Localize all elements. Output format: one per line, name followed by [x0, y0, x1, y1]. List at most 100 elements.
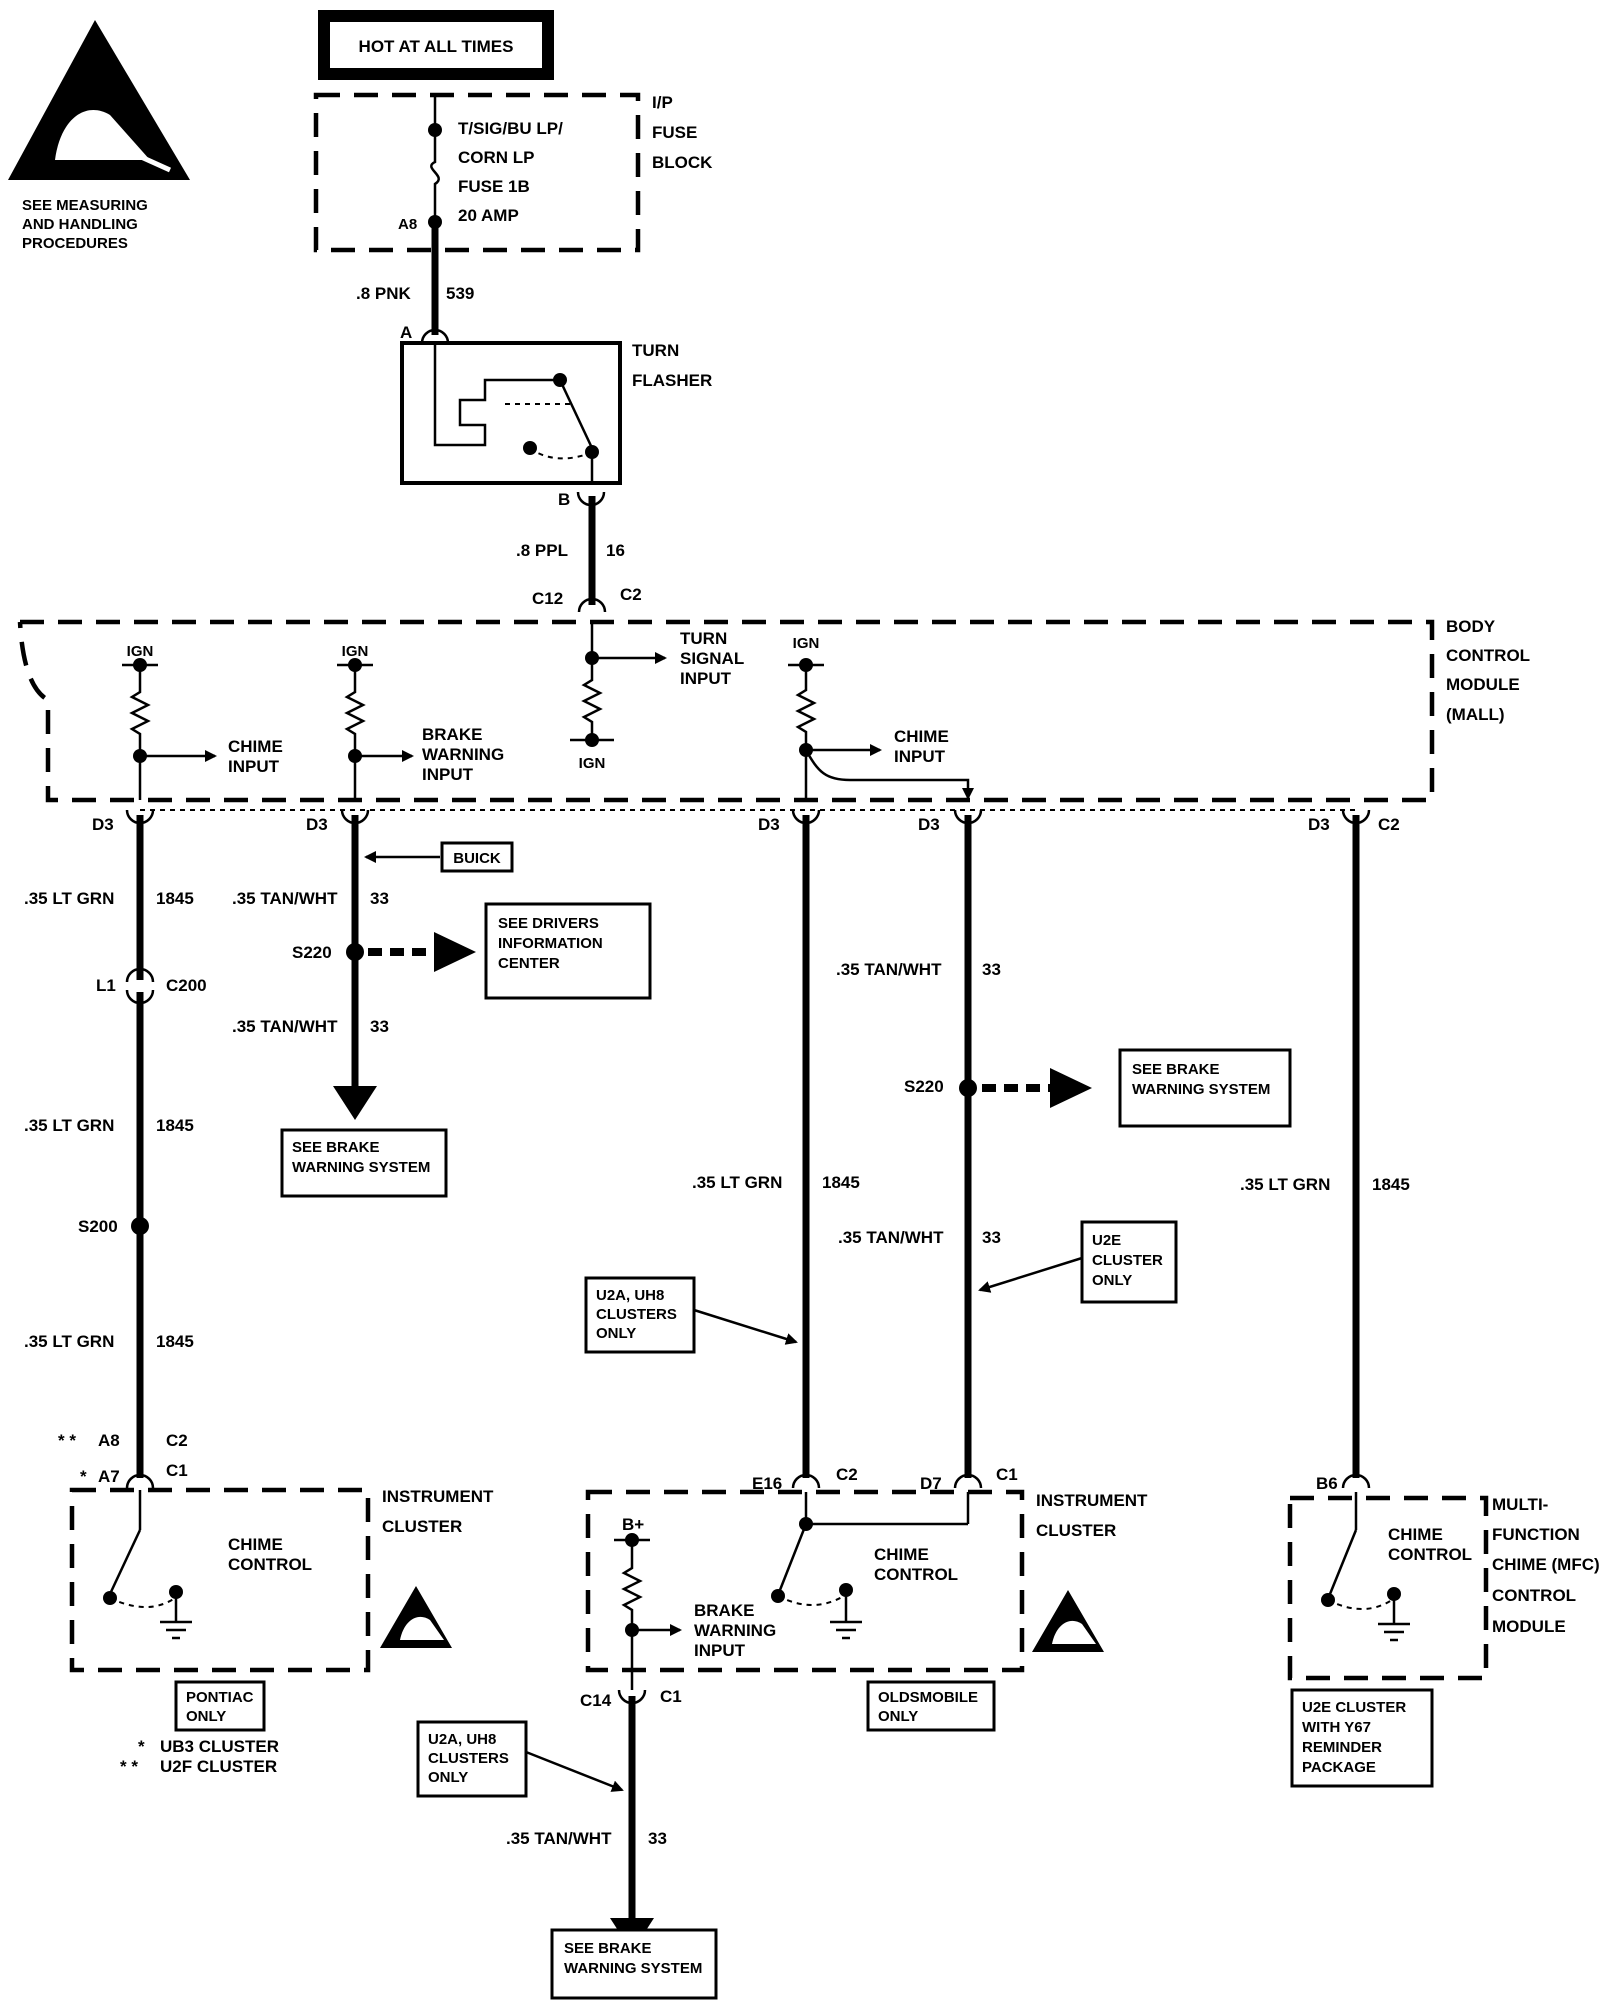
oldsmobile-only-line-2: ONLY [878, 1708, 918, 1725]
wire-1845-2-size: .35 LT GRN [24, 1116, 114, 1135]
fuse-block-label-2: FUSE [652, 123, 697, 142]
u2a-uh8-2-line-2: CLUSTERS [428, 1750, 509, 1767]
left-cluster-box [69, 1487, 371, 1673]
u2a-uh8-1-line-3: ONLY [596, 1325, 636, 1342]
bcm-right-c2: C2 [1378, 815, 1400, 834]
wire-33-1-circuit: 33 [370, 889, 389, 908]
bcm-label-4: (MALL) [1446, 705, 1505, 724]
ign-label-1: IGN [127, 643, 154, 660]
fuse-terminal-a8: A8 [398, 216, 417, 233]
chime-input-2-line-2: INPUT [894, 747, 946, 766]
oldsmobile-only-tag [866, 1680, 996, 1732]
fuse-block-label-1: I/P [652, 93, 673, 112]
left-cluster-c2: C2 [166, 1431, 188, 1450]
u2a-uh8-2-line-1: U2A, UH8 [428, 1731, 496, 1748]
bcm-label-2: CONTROL [1446, 646, 1530, 665]
brake-warning-input-line-1: BRAKE [422, 725, 482, 744]
chime-input-2-line-1: CHIME [894, 727, 949, 746]
mid-cluster-c2: C2 [836, 1465, 858, 1484]
turn-flasher-label-2: FLASHER [632, 371, 712, 390]
mid-chime-control-1: CHIME [874, 1545, 929, 1564]
connector-l1-pin: L1 [96, 976, 116, 995]
u2e-note-line-2: CLUSTER [1092, 1252, 1163, 1269]
esd-caution-line-3: PROCEDURES [22, 235, 128, 252]
u2e-y67-note [1290, 1688, 1434, 1788]
mfc-chime-control-2: CONTROL [1388, 1545, 1472, 1564]
wire-33-4-circuit: 33 [982, 1228, 1001, 1247]
bcm-label-1: BODY [1446, 617, 1496, 636]
ub3-star: * [138, 1737, 145, 1756]
wire-1845-5-size: .35 LT GRN [1240, 1175, 1330, 1194]
mfc-label-2: FUNCTION [1492, 1525, 1580, 1544]
connector-c200: C200 [166, 976, 207, 995]
turn-signal-input-line-1: TURN [680, 629, 727, 648]
brake-warning-input-line-3: INPUT [422, 765, 474, 784]
see-brake-1-line-2: WARNING SYSTEM [292, 1159, 430, 1176]
wire-33-5-size: .35 TAN/WHT [506, 1829, 612, 1848]
mfc-label-4: CONTROL [1492, 1586, 1576, 1605]
left-chime-control-2: CONTROL [228, 1555, 312, 1574]
fuse-block-label-3: BLOCK [652, 153, 713, 172]
esd-icon-mid [1032, 1590, 1104, 1652]
u2f-cluster-note: U2F CLUSTER [160, 1757, 277, 1776]
mid-pin-c14: C14 [580, 1691, 612, 1710]
mid-c14-connector: C1 [660, 1687, 682, 1706]
star-single-a7: * [80, 1467, 87, 1486]
hot-at-all-times-text: HOT AT ALL TIMES [359, 37, 514, 56]
wire-1845-5-circuit: 1845 [1372, 1175, 1410, 1194]
fuse-desc-line-2: CORN LP [458, 148, 535, 167]
mid-cluster-pin-e16: E16 [752, 1474, 782, 1493]
u2a-uh8-note-1 [584, 1276, 696, 1354]
turn-signal-input-line-3: INPUT [680, 669, 732, 688]
d3-pin-4: D3 [918, 815, 940, 834]
connector-a [420, 328, 450, 344]
see-dic-box [484, 902, 652, 1000]
star-double-a8: * * [58, 1431, 76, 1450]
brake-warning-input-line-2: WARNING [422, 745, 504, 764]
bcm-connector-c2: C2 [620, 585, 642, 604]
wire-1845-3-size: .35 LT GRN [24, 1332, 114, 1351]
bcm-label-3: MODULE [1446, 675, 1520, 694]
u2f-star: * * [120, 1757, 138, 1776]
esd-icon-left [380, 1586, 452, 1648]
mfc-label-5: MODULE [1492, 1617, 1566, 1636]
mfc-label-3: CHIME (MFC) [1492, 1555, 1600, 1574]
wire-1845-3-circuit: 1845 [156, 1332, 194, 1351]
turn-signal-input-line-2: SIGNAL [680, 649, 744, 668]
mid-brake-input-2: WARNING [694, 1621, 776, 1640]
left-cluster-pin-a7: A7 [98, 1467, 120, 1486]
bcm-pin-c12: C12 [532, 589, 563, 608]
oldsmobile-only-line-1: OLDSMOBILE [878, 1689, 978, 1706]
flasher-terminal-a: A [400, 323, 412, 342]
wire-1845-4-size: .35 LT GRN [692, 1173, 782, 1192]
u2e-note-line-3: ONLY [1092, 1272, 1132, 1289]
ign-label-3: IGN [579, 755, 606, 772]
esd-caution-line-1: SEE MEASURING [22, 197, 148, 214]
mfc-module-box [1287, 1495, 1489, 1681]
wire-1845-1-circuit: 1845 [156, 889, 194, 908]
wire-1845-4-circuit: 1845 [822, 1173, 860, 1192]
see-brake-box-1 [280, 1128, 448, 1198]
turn-flasher-box [400, 341, 622, 485]
mid-b-plus: B+ [622, 1515, 644, 1534]
mid-cluster-label-2: CLUSTER [1036, 1521, 1116, 1540]
fuse-block-box [313, 92, 641, 253]
fuse-icon [430, 130, 440, 222]
left-cluster-label-2: CLUSTER [382, 1517, 462, 1536]
turn-flasher-label-1: TURN [632, 341, 679, 360]
see-brake-1-line-1: SEE BRAKE [292, 1139, 380, 1156]
wire-16-size: .8 PPL [516, 541, 568, 560]
u2a-uh8-2-line-3: ONLY [428, 1769, 468, 1786]
chime-input-1-line-2: INPUT [228, 757, 280, 776]
splice-s200: S200 [78, 1217, 118, 1236]
wire-33-3-circuit: 33 [982, 960, 1001, 979]
mid-cluster-label-1: INSTRUMENT [1036, 1491, 1148, 1510]
see-brake-2-line-1: SEE BRAKE [1132, 1061, 1220, 1078]
wire-33-4-size: .35 TAN/WHT [838, 1228, 944, 1247]
wire-33-2-circuit: 33 [370, 1017, 389, 1036]
left-cluster-pin-a8: A8 [98, 1431, 120, 1450]
esd-caution-line-2: AND HANDLING [22, 216, 138, 233]
wire-539-circuit: 539 [446, 284, 474, 303]
left-cluster-c1: C1 [166, 1461, 188, 1480]
